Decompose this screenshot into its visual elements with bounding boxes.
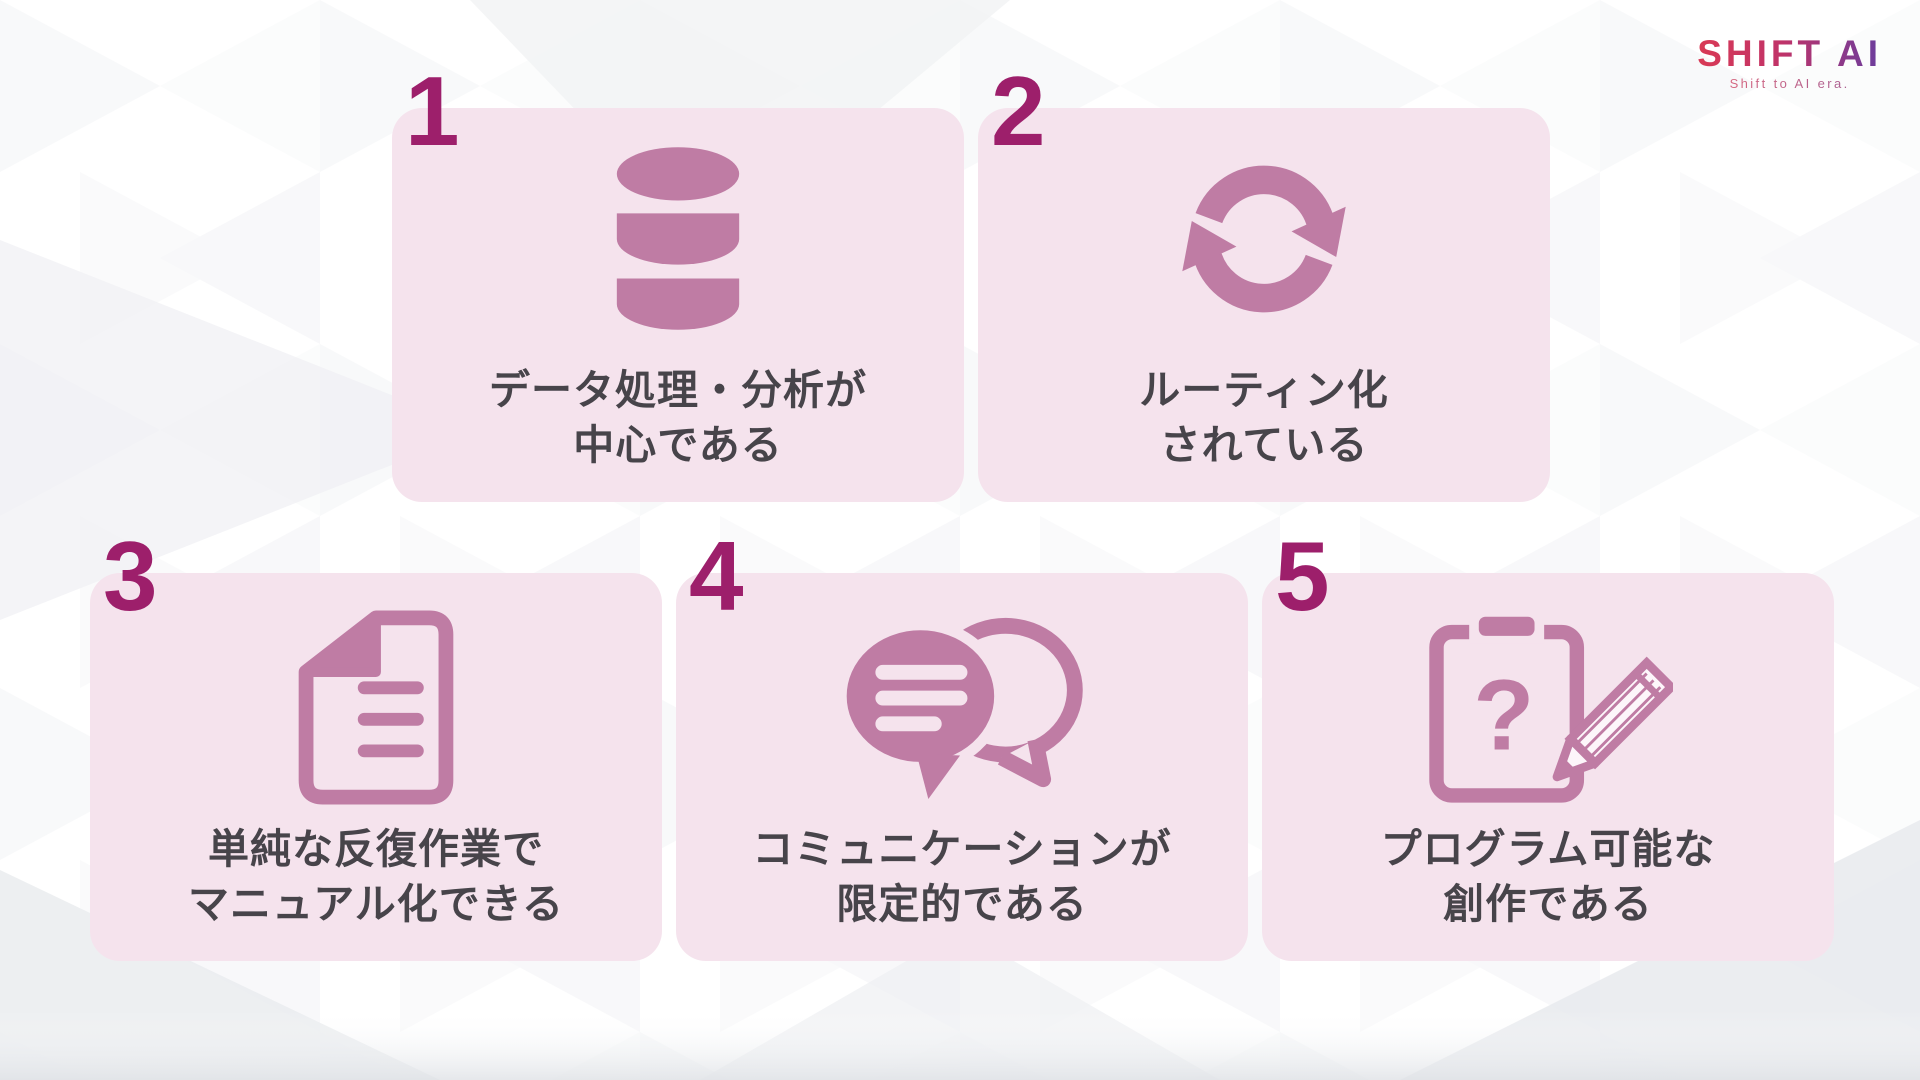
question-mark-glyph: ? — [1473, 660, 1534, 771]
logo-brand-text: SHIFT AI — [1697, 33, 1882, 74]
pencil-icon — [1552, 656, 1673, 782]
card-number: 3 — [103, 521, 158, 631]
card-3-repetitive-work: 3 単純な反復作業で マニュアル化できる — [90, 527, 662, 961]
card-number: 4 — [689, 521, 744, 631]
logo-tagline: Shift to AI era. — [1697, 76, 1882, 91]
card-number: 5 — [1275, 521, 1330, 631]
card-1-data-processing: 1 データ処理・分析が 中心である — [392, 62, 964, 502]
card-4-communication: 4 コミュニケーションが 限定的である — [676, 527, 1248, 961]
card-2-routine: 2 ルーティン化 されている — [978, 62, 1550, 502]
card-number: 2 — [991, 56, 1046, 166]
clipboard-question-pencil-icon: ? — [1262, 609, 1834, 807]
card-title: ルーティン化 されている — [1139, 366, 1389, 469]
card-title: プログラム可能な 創作である — [1380, 825, 1716, 928]
card-number: 1 — [405, 56, 460, 166]
shift-ai-logo: SHIFT AI Shift to AI era. — [1697, 33, 1882, 91]
document-icon — [90, 609, 662, 806]
refresh-cycle-icon — [978, 144, 1550, 334]
card-5-programmable-creation: 5 ? プログラム可能な 創作である — [1262, 527, 1834, 961]
card-title: コミュニケーションが 限定的である — [752, 825, 1172, 928]
database-icon — [392, 144, 964, 338]
card-title: 単純な反復作業で マニュアル化できる — [188, 825, 564, 928]
chat-bubbles-icon — [676, 609, 1248, 803]
card-title: データ処理・分析が 中心である — [489, 366, 867, 469]
